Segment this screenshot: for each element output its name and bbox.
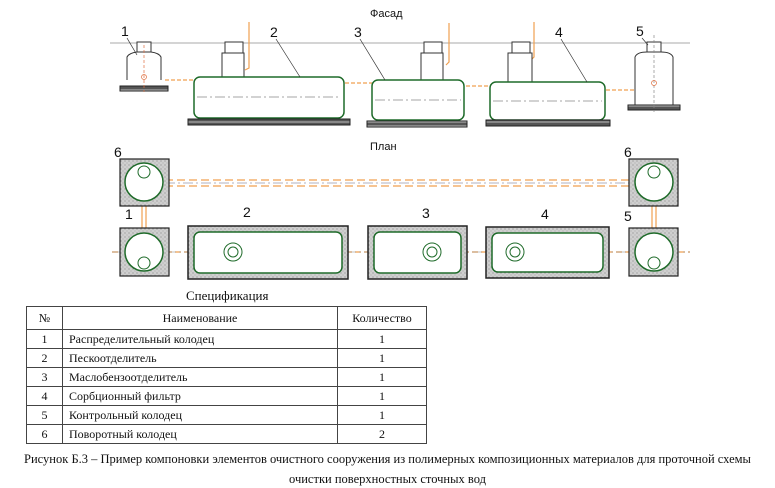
row-num: 1 [26, 329, 63, 349]
row-num: 2 [26, 348, 63, 368]
row-qty: 1 [337, 348, 427, 368]
row-num: 3 [26, 367, 63, 387]
facade-label-3: 3 [354, 24, 362, 40]
facade-tank-2 [187, 41, 351, 126]
row-qty: 1 [337, 367, 427, 387]
table-row: 5 Контрольный колодец 1 [26, 405, 427, 425]
plan-well-6-left [119, 158, 170, 207]
row-num: 6 [26, 424, 63, 444]
facade-well-5 [627, 35, 681, 112]
table-row: 6 Поворотный колодец 2 [26, 424, 427, 444]
layout-drawing: Фасад [110, 8, 690, 280]
row-qty: 2 [337, 424, 427, 444]
table-header-row: № Наименование Количество [26, 306, 427, 330]
facade-well-1 [119, 41, 169, 92]
row-name: Поворотный колодец [62, 424, 338, 444]
plan-tank-2 [187, 225, 349, 280]
header-qty: Количество [337, 306, 427, 330]
plan-well-5 [628, 227, 679, 277]
figure-caption-line1: Рисунок Б.3 – Пример компоновки элементо… [24, 452, 751, 466]
plan-label-4: 4 [541, 206, 549, 222]
facade-label-2: 2 [270, 24, 278, 40]
row-name: Распределительный колодец [62, 329, 338, 349]
row-num: 4 [26, 386, 63, 406]
plan-label-2: 2 [243, 204, 251, 220]
row-qty: 1 [337, 405, 427, 425]
facade-label-5: 5 [636, 23, 644, 39]
row-name: Сорбционный фильтр [62, 386, 338, 406]
specification-table: № Наименование Количество 1 Распределите… [26, 306, 427, 444]
facade-label-1: 1 [121, 23, 129, 39]
facade-tank-3 [366, 41, 468, 128]
table-row: 2 Пескоотделитель 1 [26, 348, 427, 368]
row-name: Маслобензоотделитель [62, 367, 338, 387]
plan-well-1 [119, 227, 170, 277]
facade-labels: 1 2 3 4 5 [121, 23, 649, 83]
facade-tank-4 [485, 41, 611, 127]
row-qty: 1 [337, 386, 427, 406]
plan-title: План [370, 141, 397, 153]
table-row: 3 Маслобензоотделитель 1 [26, 367, 427, 387]
plan-label-5: 5 [624, 208, 632, 224]
plan-tank-3 [367, 225, 468, 280]
plan-label-6-left: 6 [114, 144, 122, 160]
row-qty: 1 [337, 329, 427, 349]
figure-caption-line2: очистки поверхностных сточных вод [289, 472, 486, 486]
specification-title: Спецификация [186, 288, 269, 303]
table-row: 1 Распределительный колодец 1 [26, 329, 427, 349]
plan-labels: 6 6 1 2 3 4 5 [114, 144, 632, 224]
plan-label-3: 3 [422, 205, 430, 221]
plan-tank-4 [485, 226, 610, 279]
header-name: Наименование [62, 306, 338, 330]
facade-label-4: 4 [555, 24, 563, 40]
plan-well-6-right [628, 158, 679, 207]
header-num: № [26, 306, 63, 330]
table-row: 4 Сорбционный фильтр 1 [26, 386, 427, 406]
row-name: Контрольный колодец [62, 405, 338, 425]
plan-label-1: 1 [125, 206, 133, 222]
facade-title: Фасад [370, 8, 403, 20]
row-name: Пескоотделитель [62, 348, 338, 368]
plan-label-6-right: 6 [624, 144, 632, 160]
row-num: 5 [26, 405, 63, 425]
